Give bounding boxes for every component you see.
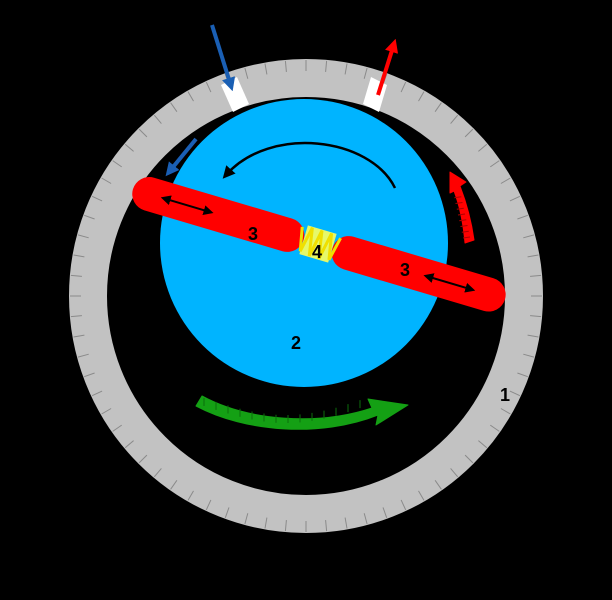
housing-tick	[478, 143, 488, 152]
housing-tick	[517, 372, 528, 378]
housing-tick	[344, 517, 348, 529]
label-vane-right: 3	[400, 260, 410, 280]
housing-tick	[325, 520, 328, 532]
housing-tick	[264, 63, 268, 75]
housing-tick	[153, 114, 162, 124]
compression-arrow-tick	[456, 207, 464, 210]
label-spring: 4	[312, 242, 322, 262]
housing-tick	[70, 274, 82, 277]
housing-tick	[450, 114, 459, 124]
housing-tick	[84, 214, 95, 220]
housing-tick	[527, 254, 539, 258]
housing-tick	[264, 517, 268, 529]
compression-arrow-tick	[454, 196, 462, 199]
rotation-arrow-ticks	[203, 398, 361, 423]
rotor-rotation-arrow	[222, 141, 397, 189]
housing-tick	[509, 195, 521, 202]
housing-tick	[400, 81, 407, 93]
compression-arrow-tick	[461, 230, 469, 233]
spring-coil	[298, 226, 342, 261]
compression-arrow-tick	[459, 219, 467, 222]
housing-tick	[205, 81, 212, 93]
vane-right-motion-arrow	[423, 273, 476, 293]
outlet-arrow	[376, 38, 399, 96]
housing-tick	[464, 454, 474, 464]
housing-tick	[530, 315, 542, 318]
housing-tick	[523, 234, 535, 239]
housing-tick	[527, 334, 539, 338]
housing-tick	[284, 60, 287, 72]
housing-tick	[418, 91, 425, 102]
compression-arrow-ticks	[454, 196, 471, 239]
housing-tick	[112, 160, 122, 168]
housing-tick	[363, 513, 368, 525]
housing-tick	[325, 60, 328, 72]
label-vane-left: 3	[248, 224, 258, 244]
compression-arrow-tick	[462, 236, 471, 239]
housing-tick	[84, 372, 95, 378]
housing-tick	[500, 408, 511, 415]
label-rotor: 2	[291, 333, 301, 353]
housing-tick	[205, 499, 212, 511]
housing-tick	[101, 408, 112, 415]
inlet-arrow	[210, 24, 236, 92]
housing-tick	[124, 143, 134, 152]
housing-tick	[187, 490, 194, 501]
housing-tick	[124, 440, 134, 449]
housing-tick	[224, 507, 230, 518]
housing-tick	[70, 315, 82, 318]
housing-tick	[478, 440, 488, 449]
housing-tick	[153, 468, 162, 478]
housing-tick	[450, 468, 459, 478]
housing-tick	[77, 234, 89, 239]
vane-right	[331, 236, 506, 312]
housing-tick	[344, 63, 348, 75]
housing-tick	[464, 128, 474, 138]
housing-tick	[244, 513, 249, 525]
housing-tick	[418, 490, 425, 501]
housing-tick	[244, 67, 249, 79]
housing-tick	[73, 334, 85, 338]
housing-tick	[434, 480, 442, 490]
housing-tick	[138, 128, 148, 138]
housing-tick	[187, 91, 194, 102]
housing-tick	[91, 195, 103, 202]
housing-ring	[69, 59, 543, 533]
rotation-direction-arrow	[195, 395, 409, 430]
housing-tick	[490, 424, 500, 432]
compression-arrow-tick	[460, 225, 468, 227]
vane-left-motion-arrow	[160, 195, 214, 215]
housing-tick	[170, 480, 178, 490]
housing-tick	[77, 353, 89, 358]
housing-tick	[138, 454, 148, 464]
housing-tick	[101, 177, 112, 184]
housing-tick	[517, 214, 528, 220]
housing-tick	[382, 507, 388, 518]
housing-tick	[490, 160, 500, 168]
compression-arrow-tick	[457, 213, 466, 216]
compression-arrow-tick	[455, 202, 463, 204]
housing-tick	[91, 390, 103, 397]
housing-tick	[530, 274, 542, 277]
housing-tick	[112, 424, 122, 432]
housing-tick	[170, 102, 178, 112]
housing-tick	[509, 390, 521, 397]
housing-tick	[434, 102, 442, 112]
housing-tick	[363, 67, 368, 79]
suction-arrow	[165, 137, 198, 177]
housing-tick	[284, 520, 287, 532]
compression-arrow	[449, 171, 475, 244]
housing-tick-marks	[70, 60, 542, 532]
housing-tick	[400, 499, 407, 511]
housing-tick	[523, 353, 535, 358]
housing-tick	[73, 254, 85, 258]
housing-tick	[500, 177, 511, 184]
label-housing: 1	[500, 385, 510, 405]
vane-assembly	[132, 177, 506, 312]
